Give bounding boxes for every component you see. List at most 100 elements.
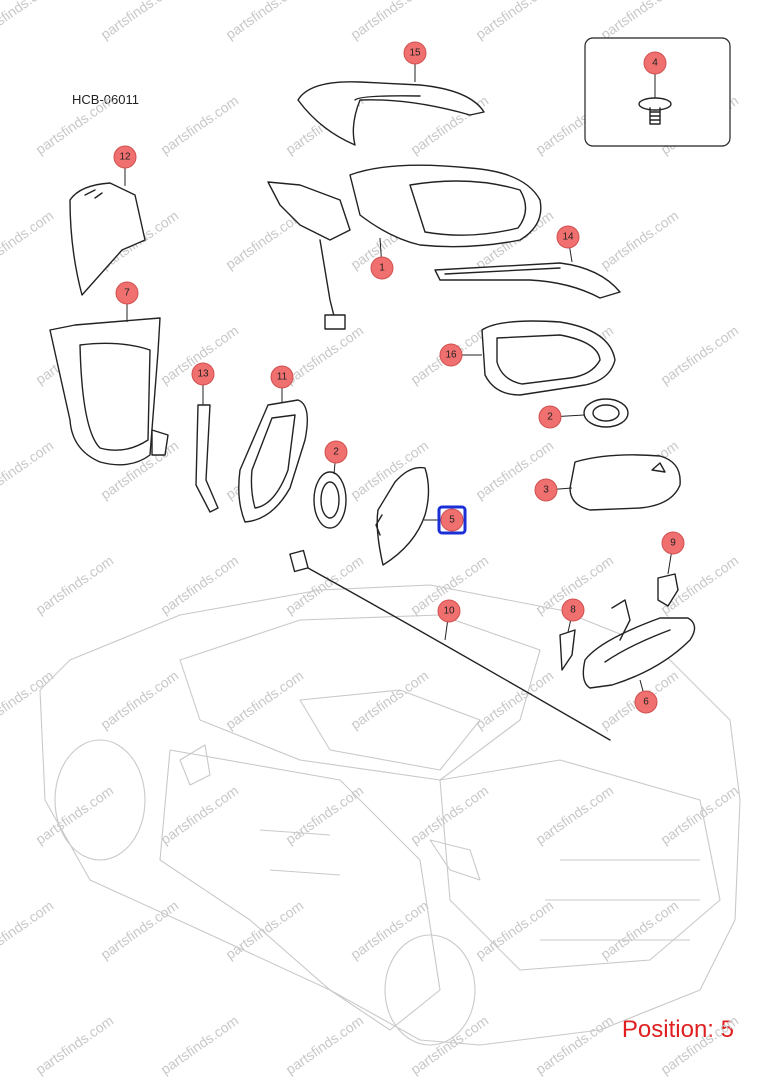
watermark-text: partsfinds.com [33,552,117,617]
watermark-text: partsfinds.com [283,1012,367,1077]
part-10-cable [289,549,611,741]
part-4-bolt-inset [584,37,731,147]
callout-7[interactable]: 7 [115,281,139,322]
callout-circle [561,598,585,622]
callout-number: 2 [333,447,339,458]
callout-number: 12 [119,152,131,163]
watermark-text: partsfinds.com [658,322,742,387]
watermark-text: partsfinds.com [533,782,617,847]
callout-circle [437,599,461,623]
part-2-actuator-left [313,471,347,529]
callout-number: 7 [124,288,130,299]
watermark-text: partsfinds.com [598,0,682,42]
callout-14[interactable]: 14 [556,225,580,263]
watermark-text: partsfinds.com [158,1012,242,1077]
callout-2[interactable]: 2 [324,440,348,475]
watermark-layer: partsfinds.com partsfinds.com partsfinds.c… [0,0,741,1077]
part-13-trim-strip [195,404,219,513]
watermark-text: partsfinds.com [0,667,56,732]
callout-circle [191,362,215,386]
watermark-text: partsfinds.com [348,897,432,962]
callout-number: 8 [570,605,576,616]
part-9-cover [657,573,679,607]
callout-circle [643,51,667,75]
watermark-text: partsfinds.com [158,782,242,847]
callout-15[interactable]: 15 [403,41,427,82]
callout-number: 3 [543,485,549,496]
selected-highlight-box [437,505,467,535]
callout-number: 11 [277,372,288,383]
callout-4[interactable]: 4 [643,51,667,98]
watermark-text: partsfinds.com [33,1012,117,1077]
watermark-text: partsfinds.com [98,667,182,732]
callout-8[interactable]: 8 [561,598,585,633]
callout-1[interactable]: 1 [370,237,394,280]
callout-circle [113,145,137,169]
part-11-housing-frame [238,399,308,523]
watermark-text: partsfinds.com [283,322,367,387]
watermark-text: partsfinds.com [158,552,242,617]
car-outline [39,584,741,1046]
callout-11[interactable]: 11 [270,365,294,403]
part-1-mirror-assembly [267,164,542,330]
position-label: Position: 5 [621,1016,734,1043]
part-5-mirror-glass [375,466,430,566]
watermark-text: partsfinds.com [348,0,432,42]
part-8-cover [559,629,576,671]
callout-number: 10 [443,606,455,617]
callout-number: 14 [562,232,574,243]
watermark-text: partsfinds.com [0,0,56,42]
callout-circle [538,405,562,429]
diagram-code: HCB-06011 [72,92,139,107]
part-16-mirror-frame [481,320,616,396]
callout-number: 15 [409,48,421,59]
callout-circle [403,41,427,65]
callout-number: 13 [197,369,209,380]
callout-9[interactable]: 9 [661,531,685,575]
callout-6[interactable]: 6 [634,679,658,714]
callout-3[interactable]: 3 [534,478,573,502]
part-3-mirror-glass [569,454,681,511]
callout-number: 6 [643,697,649,708]
callout-circle [115,281,139,305]
callout-number: 2 [547,412,553,423]
callout-circle [324,440,348,464]
callout-16[interactable]: 16 [439,343,482,367]
watermark-text: partsfinds.com [473,667,557,732]
callout-12[interactable]: 12 [113,145,137,186]
watermark-text: partsfinds.com [0,207,56,272]
part-2-actuator-right [583,398,629,428]
watermark-text: partsfinds.com [158,92,242,157]
watermark-text: partsfinds.com [223,0,307,42]
callout-circle [534,478,558,502]
part-6-rear-view-mirror [582,599,696,689]
watermark-text: partsfinds.com [98,897,182,962]
watermark-text: partsfinds.com [33,92,117,157]
callout-circle [661,531,685,555]
watermark-text: partsfinds.com [473,0,557,42]
callout-number: 16 [445,350,457,361]
callout-circle [439,343,463,367]
callout-2[interactable]: 2 [538,405,585,429]
watermark-text: partsfinds.com [408,782,492,847]
watermark-text: partsfinds.com [223,667,307,732]
part-12-housing-shell [69,182,146,296]
callout-13[interactable]: 13 [191,362,215,405]
callout-5[interactable]: 5 [424,505,467,535]
part-15-cover-cap [297,81,485,146]
callout-10[interactable]: 10 [437,599,461,641]
callout-number: 9 [670,538,676,549]
part-14-turn-signal [434,262,621,299]
watermark-text: partsfinds.com [658,1012,742,1077]
watermark-text: partsfinds.com [0,437,56,502]
watermark-text: partsfinds.com [223,897,307,962]
callout-layer: 15 4 12 1 14 7 16 13 11 2 2 3 5 9 10 8 6 [113,41,685,714]
watermark-text: partsfinds.com [0,897,56,962]
callout-circle [370,256,394,280]
watermark-text: partsfinds.com [283,782,367,847]
watermark-text: partsfinds.com [598,207,682,272]
callout-circle [440,508,464,532]
callout-number: 1 [379,263,385,274]
watermark-text: partsfinds.com [473,897,557,962]
